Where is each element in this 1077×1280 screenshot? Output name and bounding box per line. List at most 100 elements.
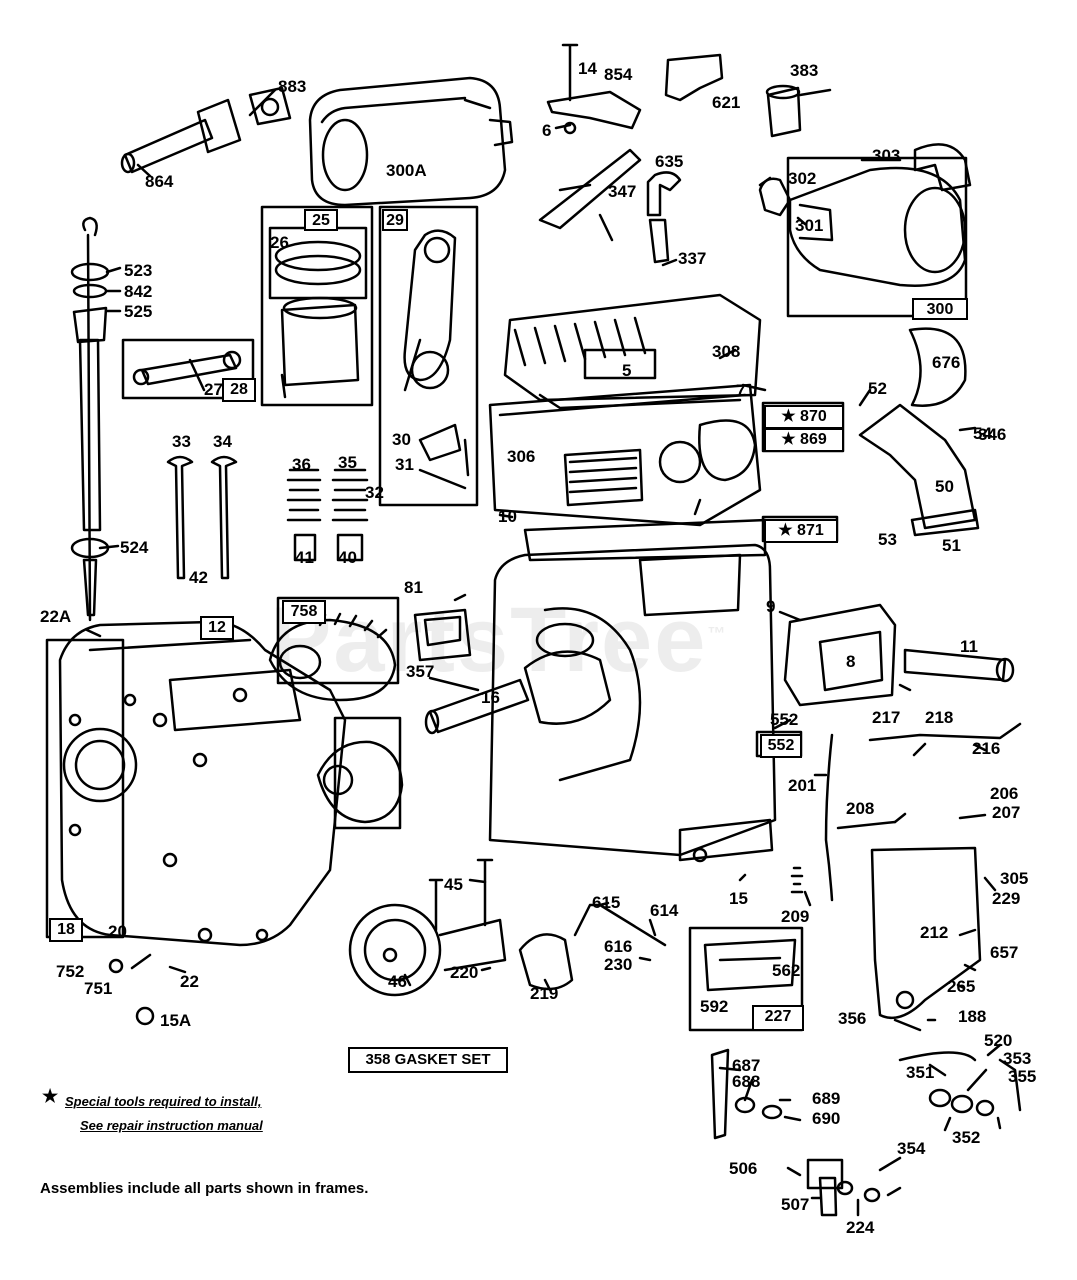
part-label: 562 xyxy=(772,961,801,980)
part-label: 635 xyxy=(655,152,684,171)
frame-tag: 227 xyxy=(752,1005,804,1031)
part-label: 53 xyxy=(878,530,897,549)
part-label: 201 xyxy=(788,776,817,795)
part-label: 842 xyxy=(124,282,153,301)
spring-217 xyxy=(868,722,1022,742)
cylinder-306 xyxy=(488,383,767,562)
part-label: 308 xyxy=(712,342,741,361)
part-label: 36 xyxy=(292,455,311,474)
assemblies-note: Assemblies include all parts shown in fr… xyxy=(40,1180,369,1197)
part-label: 352 xyxy=(952,1128,981,1147)
breather-81 xyxy=(413,608,472,662)
part-label: 54 xyxy=(973,424,992,443)
part-label: 207 xyxy=(992,803,1021,822)
part-label: 14 xyxy=(578,59,597,78)
part-label: 45 xyxy=(444,875,463,894)
part-label: 8 xyxy=(846,652,856,671)
frame-tag: ★ 870 xyxy=(764,405,844,429)
part-label: 50 xyxy=(935,477,954,496)
part-label: 614 xyxy=(650,901,679,920)
part-label: 657 xyxy=(990,943,1019,962)
part-label: 687 xyxy=(732,1056,761,1075)
part-label: 621 xyxy=(712,93,741,112)
part-label: 22A xyxy=(40,607,72,626)
part-label: 616 xyxy=(604,937,633,956)
special-tools-note: Special tools required to install, xyxy=(65,1094,262,1109)
part-label: 20 xyxy=(108,922,127,941)
elbow-635 xyxy=(646,171,682,217)
part-label: 40 xyxy=(338,548,357,567)
spring-35 xyxy=(331,468,369,522)
part-label: 218 xyxy=(925,708,954,727)
lever-208 xyxy=(836,820,897,830)
governor-219 xyxy=(518,933,574,991)
frame-tag: 25 xyxy=(304,209,338,231)
spring-36 xyxy=(286,468,322,522)
bracket-854 xyxy=(546,90,642,130)
frame-tag: 18 xyxy=(49,918,83,942)
frame-tag: ★ 871 xyxy=(764,519,838,543)
crankcase-cover xyxy=(58,620,347,947)
watermark: PartsTree™ xyxy=(270,589,728,691)
part-label: 16 xyxy=(481,688,500,707)
part-label: 34 xyxy=(213,432,232,451)
frame-tag: 28 xyxy=(222,378,256,402)
part-label: 356 xyxy=(838,1009,867,1028)
part-label: 30 xyxy=(392,430,411,449)
crankshaft-16 xyxy=(424,622,612,735)
part-label: 353 xyxy=(1003,1049,1032,1068)
cylinder-head-308 xyxy=(503,293,762,410)
star-icon: ★ xyxy=(42,1086,59,1106)
part-label: 751 xyxy=(84,979,113,998)
part-label: 520 xyxy=(984,1031,1013,1050)
part-label: 212 xyxy=(920,923,949,942)
elbow-303 xyxy=(913,143,972,192)
part-label: 209 xyxy=(781,907,810,926)
frame-25 xyxy=(260,205,374,407)
part-label: 357 xyxy=(406,662,435,681)
part-label: 351 xyxy=(906,1063,935,1082)
fitting-383 xyxy=(766,86,802,138)
bolt-14 xyxy=(561,43,579,102)
part-label: 303 xyxy=(872,146,901,165)
part-label: 305 xyxy=(1000,869,1029,888)
part-label: 688 xyxy=(732,1072,761,1091)
part-label: 33 xyxy=(172,432,191,451)
clip-621 xyxy=(664,53,724,102)
gear-758-upper xyxy=(268,612,397,702)
gasket-set-label: 358 GASKET SET xyxy=(348,1047,508,1073)
dipstick-tube xyxy=(70,216,110,622)
part-label: 52 xyxy=(868,379,887,398)
part-label: 346 xyxy=(978,425,1007,444)
part-label: 689 xyxy=(812,1089,841,1108)
rod-687 xyxy=(710,1048,730,1140)
part-label: 265 xyxy=(947,977,976,996)
part-label: 15A xyxy=(160,1011,192,1030)
part-label: 217 xyxy=(872,708,901,727)
part-label: 864 xyxy=(145,172,174,191)
link-201 xyxy=(824,733,834,902)
part-label: 354 xyxy=(897,1139,926,1158)
part-label: 220 xyxy=(450,963,479,982)
shaft-616 xyxy=(573,903,667,947)
part-label: 51 xyxy=(942,536,961,555)
deflector-676 xyxy=(908,327,967,407)
part-label: 524 xyxy=(120,538,149,557)
part-label: 302 xyxy=(788,169,817,188)
part-label: 7 xyxy=(736,381,746,400)
part-label: 592 xyxy=(700,997,729,1016)
gasket-883 xyxy=(248,86,292,126)
part-label: 690 xyxy=(812,1109,841,1128)
part-label: 615 xyxy=(592,893,621,912)
part-label: 26 xyxy=(270,233,289,252)
frame-758-lower xyxy=(333,716,402,830)
part-label: 11 xyxy=(960,637,978,656)
crankcase-block xyxy=(488,543,777,863)
spring-209 xyxy=(790,866,804,894)
part-label: 5 xyxy=(622,361,632,380)
part-label: 216 xyxy=(972,739,1001,758)
part-label: 42 xyxy=(189,568,208,587)
frame-18 xyxy=(45,638,125,939)
